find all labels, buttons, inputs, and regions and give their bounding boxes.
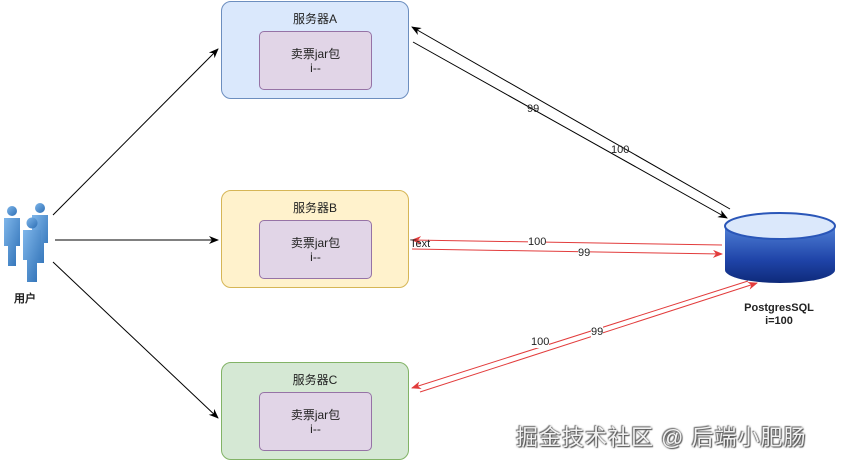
server-a-jar-name: 卖票jar包 <box>290 46 341 61</box>
edge-label-b-text: Text <box>410 238 431 250</box>
server-c-jar-op: i-- <box>310 421 321 436</box>
server-c-to-db-arrow <box>419 281 758 393</box>
edge-label-a-down: 99 <box>527 103 540 115</box>
db-to-server-a-arrow <box>411 26 731 210</box>
edge-label-c-to-db: 99 <box>591 326 604 338</box>
server-a-jar-box: 卖票jar包 i-- <box>259 31 372 90</box>
database-name: PostgresSQL <box>744 302 814 314</box>
server-a-jar-op: i-- <box>310 60 321 75</box>
edge-label-b-to-server: 100 <box>528 236 547 248</box>
user-label: 用户 <box>14 293 36 305</box>
server-b-jar-op: i-- <box>310 249 321 264</box>
server-b-title: 服务器B <box>292 201 337 215</box>
edge-label-a-up: 100 <box>611 144 630 156</box>
server-c-box: 服务器C 卖票jar包 i-- <box>221 362 409 460</box>
database-label: PostgresSQL i=100 <box>743 302 815 328</box>
users-icon <box>4 203 48 282</box>
database-cylinder-icon <box>724 212 836 283</box>
server-a-title: 服务器A <box>292 12 337 26</box>
server-a-box: 服务器A 卖票jar包 i-- <box>221 1 409 99</box>
db-to-server-b-arrow <box>411 236 723 246</box>
database-value: i=100 <box>765 315 793 327</box>
server-c-jar-name: 卖票jar包 <box>290 407 341 422</box>
server-c-title: 服务器C <box>292 373 338 387</box>
server-b-box: 服务器B 卖票jar包 i-- <box>221 190 409 288</box>
server-b-to-db-arrow <box>411 248 723 258</box>
server-a-to-db-arrow <box>412 41 728 219</box>
watermark: 掘金技术社区 @ 后端小肥肠 <box>516 425 807 450</box>
user-to-server-a-arrow <box>52 48 219 216</box>
server-b-jar-name: 卖票jar包 <box>290 235 341 250</box>
server-c-jar-box: 卖票jar包 i-- <box>259 392 372 451</box>
edge-label-b-to-db: 99 <box>578 247 591 259</box>
db-to-server-c-arrow <box>411 280 749 390</box>
edge-label-c-to-server: 100 <box>531 336 550 348</box>
server-b-jar-box: 卖票jar包 i-- <box>259 220 372 279</box>
user-to-server-c-arrow <box>52 261 219 419</box>
